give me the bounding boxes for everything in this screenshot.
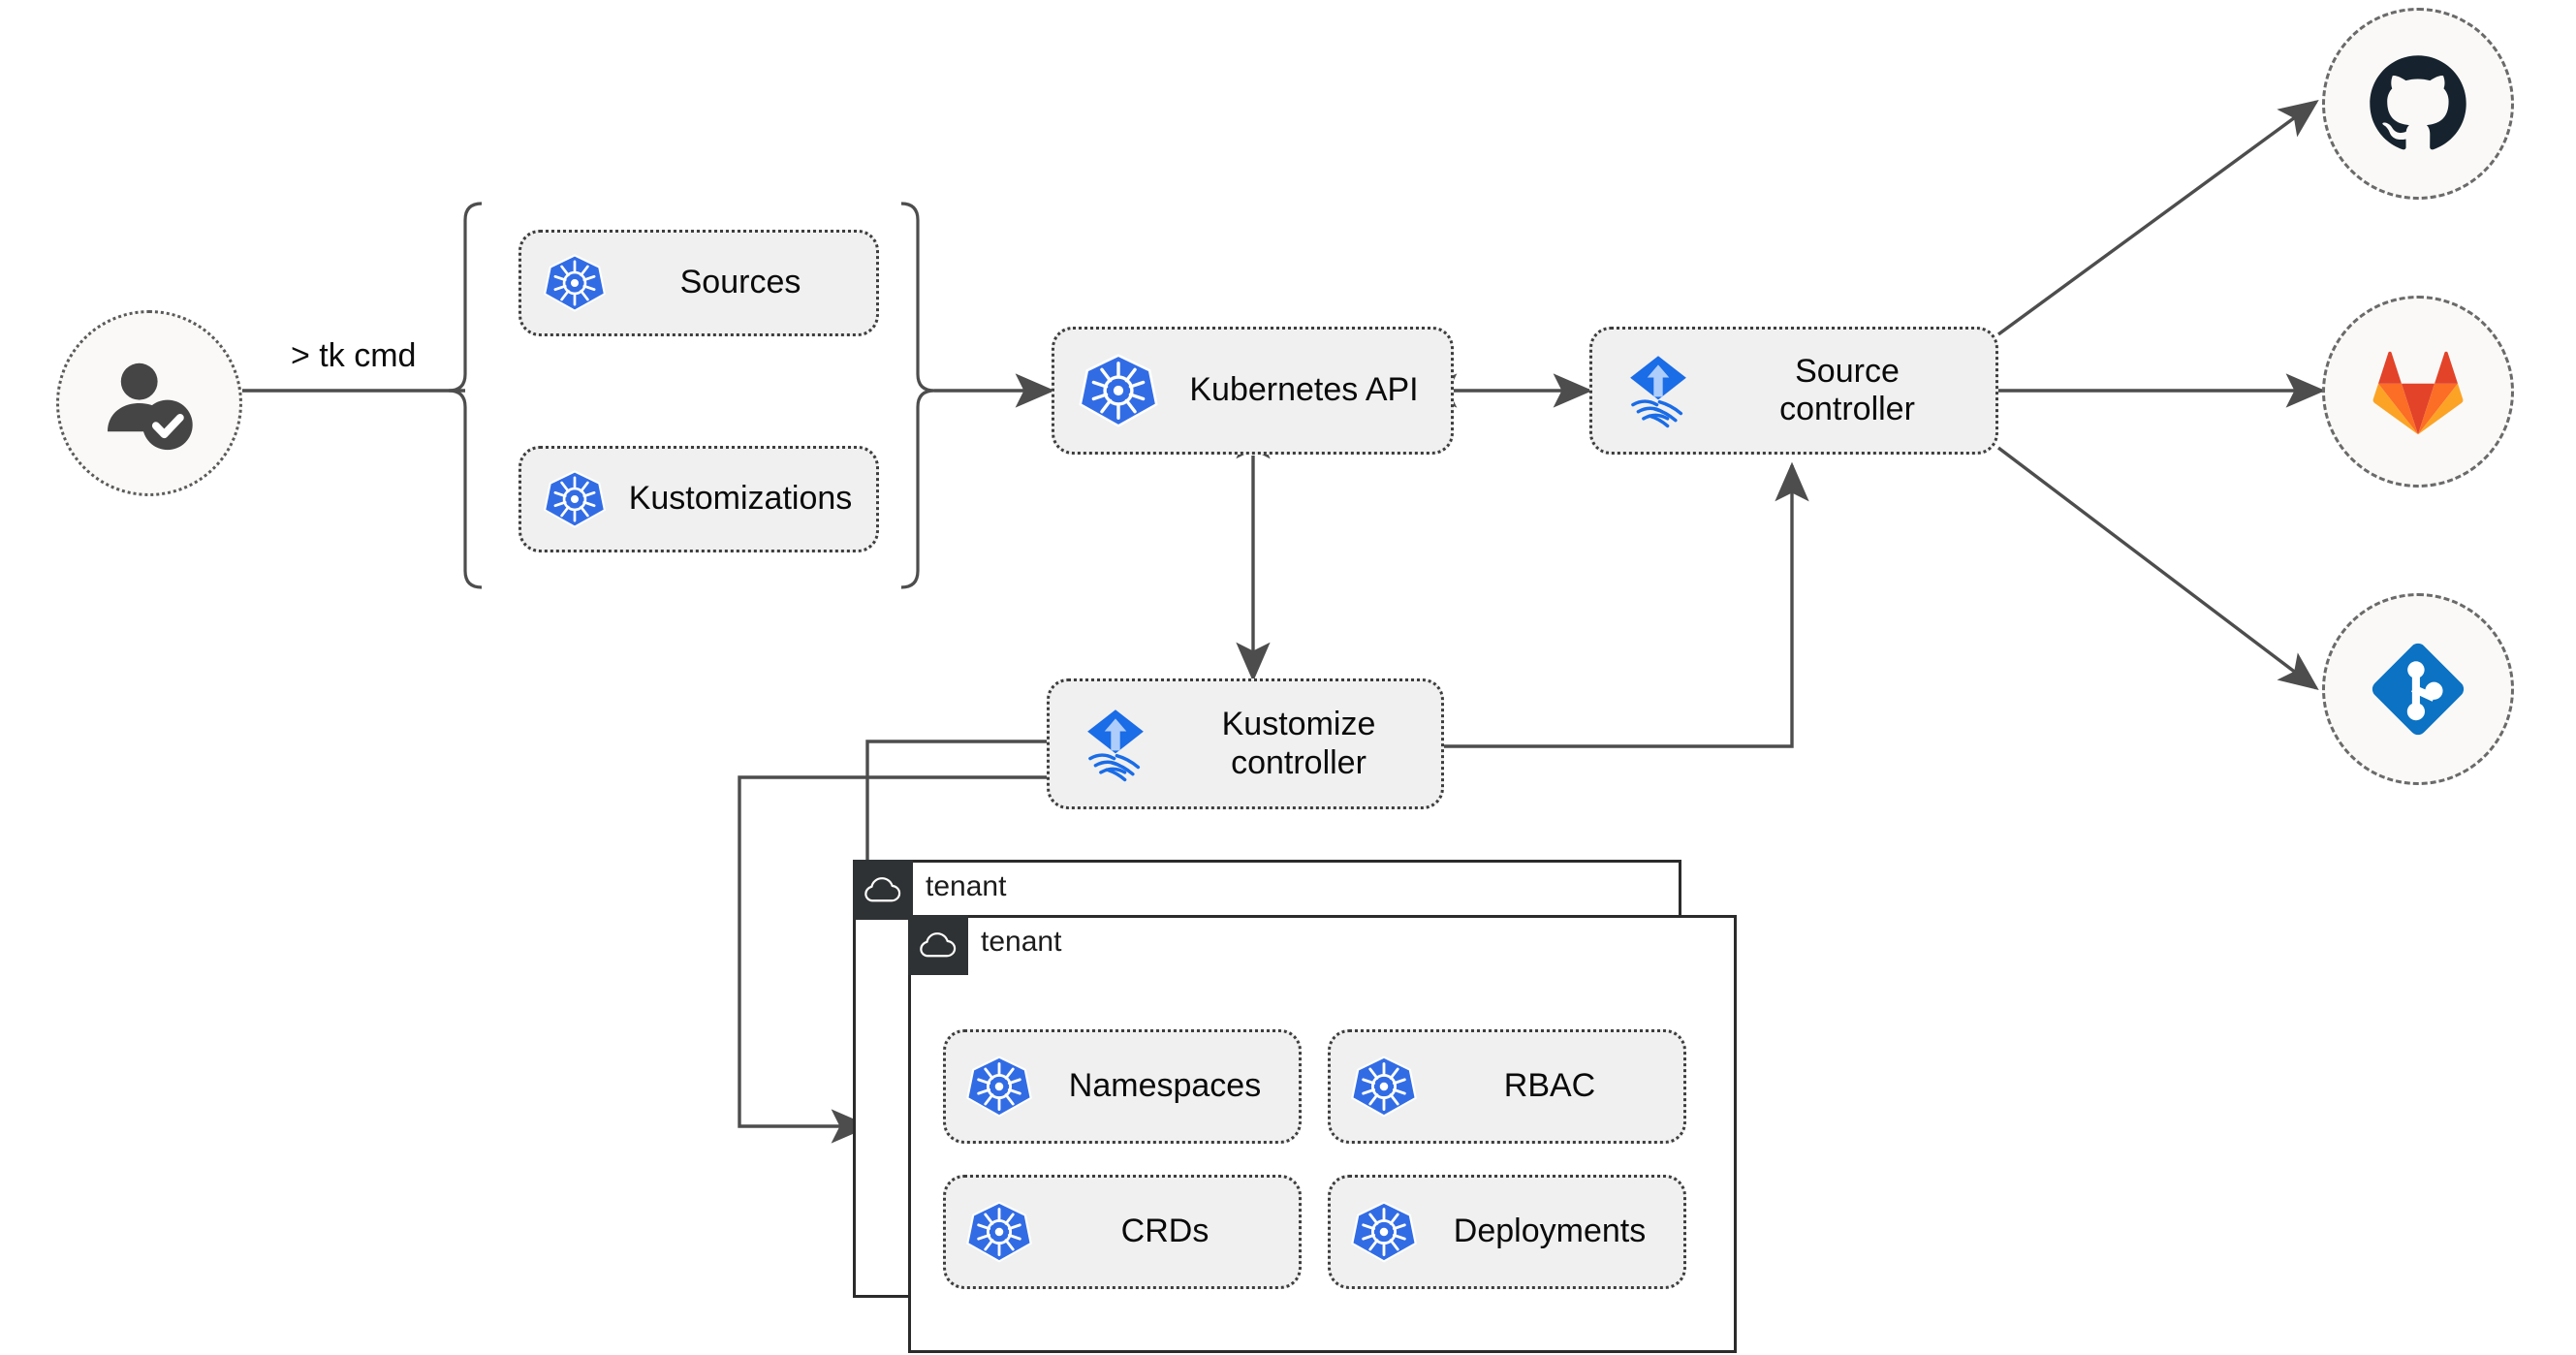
kubernetes-icon xyxy=(1350,1198,1418,1266)
kubernetes-icon xyxy=(965,1053,1033,1120)
resource-label: Sources xyxy=(679,264,801,301)
git-repo-icon xyxy=(2372,643,2465,736)
user-check-icon xyxy=(108,362,193,451)
flux-icon xyxy=(1073,702,1158,787)
provider-github[interactable] xyxy=(2322,8,2514,200)
tenant-resource-label: Namespaces xyxy=(1068,1067,1262,1105)
node-kustomize-controller[interactable]: Kustomize controller xyxy=(1047,678,1444,809)
kubernetes-icon xyxy=(1078,350,1159,431)
command-label: > tk cmd xyxy=(291,337,417,374)
tenant-window-2[interactable]: tenant Namespaces xyxy=(908,915,1737,1353)
cloud-icon xyxy=(853,860,913,920)
kubernetes-icon xyxy=(543,467,607,531)
tenant-resource-label: CRDs xyxy=(1120,1213,1209,1250)
actor-operator xyxy=(56,310,242,496)
cloud-icon xyxy=(908,915,968,975)
provider-gitlab[interactable] xyxy=(2322,296,2514,488)
right-brace xyxy=(900,202,935,589)
tenant-title: tenant xyxy=(926,870,1007,902)
tenant-resource-label: Deployments xyxy=(1453,1213,1647,1250)
tenant-resource-deployments[interactable]: Deployments xyxy=(1328,1175,1686,1289)
tenant-resource-rbac[interactable]: RBAC xyxy=(1328,1029,1686,1144)
resource-box-kustomizations[interactable]: Kustomizations xyxy=(518,446,879,552)
left-brace xyxy=(448,202,483,589)
node-kubernetes-api[interactable]: Kubernetes API xyxy=(1052,327,1454,455)
node-label: Kubernetes API xyxy=(1189,371,1419,409)
provider-azure-devops[interactable] xyxy=(2322,593,2514,785)
tenant-resource-label: RBAC xyxy=(1503,1067,1596,1105)
wire-source-to-github xyxy=(1996,99,2319,336)
wire-kustomize-to-source xyxy=(1444,461,1809,748)
kubernetes-icon xyxy=(1350,1053,1418,1120)
wire-source-to-azure xyxy=(1996,446,2319,691)
kubernetes-icon xyxy=(543,251,607,315)
tenant-resource-crds[interactable]: CRDs xyxy=(943,1175,1302,1289)
resource-box-sources[interactable]: Sources xyxy=(518,230,879,336)
node-label: Kustomize controller xyxy=(1221,706,1376,781)
kubernetes-icon xyxy=(965,1198,1033,1266)
github-icon xyxy=(2370,55,2466,150)
node-source-controller[interactable]: Source controller xyxy=(1589,327,1998,455)
tenant-title: tenant xyxy=(981,926,1062,958)
node-label: Source controller xyxy=(1779,352,1915,427)
gitlab-icon xyxy=(2372,351,2464,435)
resource-label: Kustomizations xyxy=(628,480,853,518)
tenant-resource-namespaces[interactable]: Namespaces xyxy=(943,1029,1302,1144)
flux-icon xyxy=(1616,348,1701,433)
